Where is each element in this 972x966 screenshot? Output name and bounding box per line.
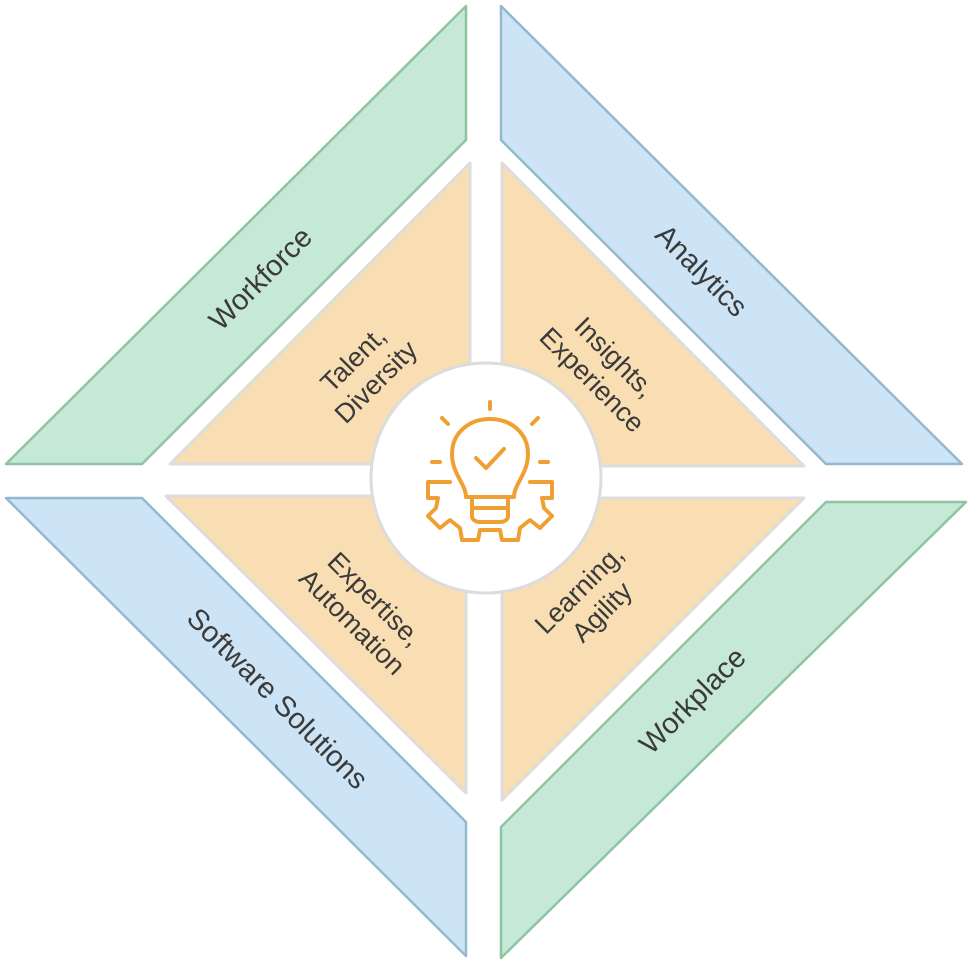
inner-triangle-bottom-right [500,496,806,802]
outer-band-analytics [499,4,964,466]
lightbulb-gear-check-icon [426,400,554,542]
outer-band-workforce [4,4,468,466]
inner-triangle-top-left [168,161,472,466]
center-circle [369,361,603,595]
outer-band-workplace [499,500,968,960]
outer-band-software-solutions [4,496,468,958]
inner-triangle-bottom-left [164,494,468,795]
inner-triangle-top-right [500,161,806,468]
